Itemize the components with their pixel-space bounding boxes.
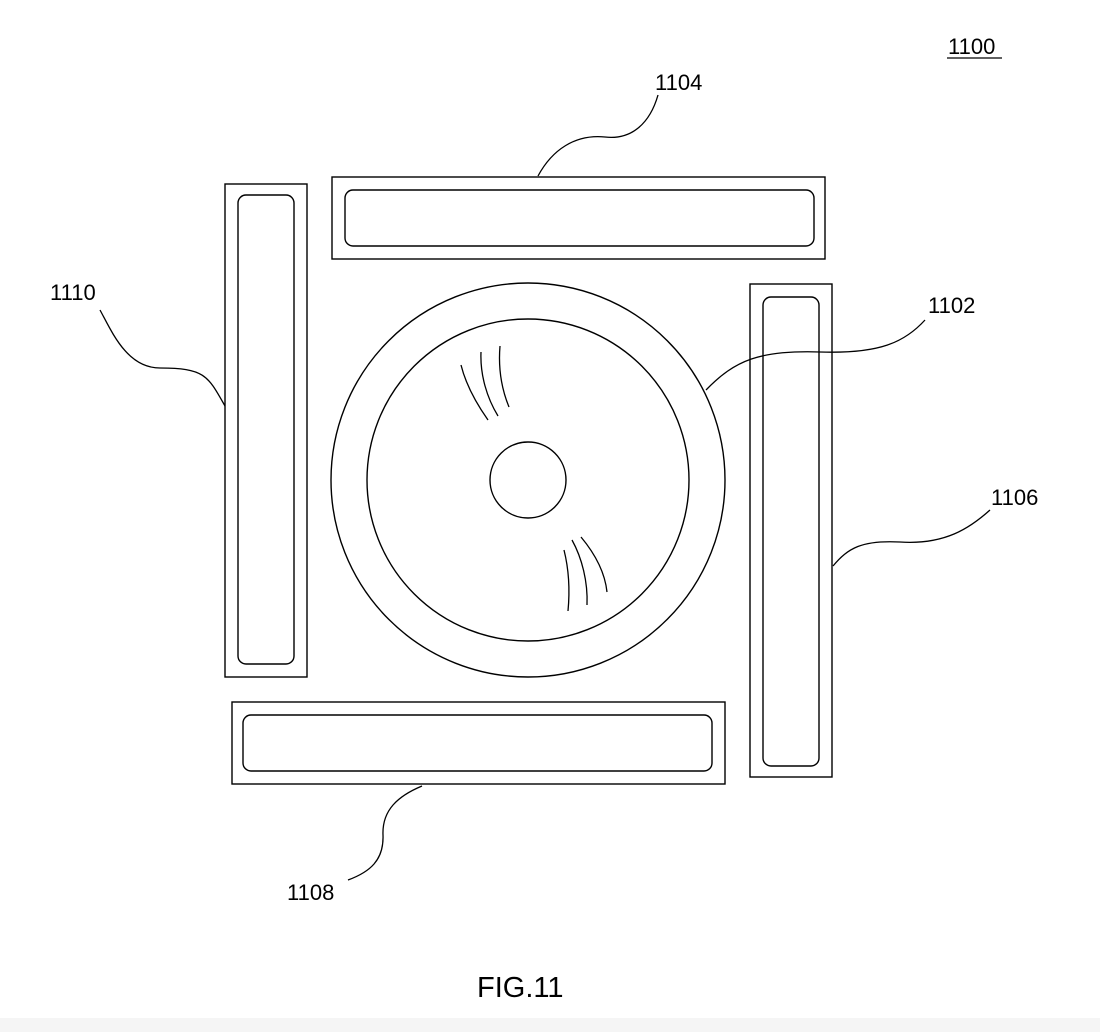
figure-caption: FIG.11 bbox=[477, 972, 564, 1004]
label-1110: 1110 bbox=[50, 280, 96, 305]
leader-1110 bbox=[99, 309, 226, 407]
bottom-bar bbox=[231, 701, 726, 785]
leader-1106 bbox=[832, 509, 991, 567]
label-1102: 1102 bbox=[928, 293, 975, 318]
label-1108: 1108 bbox=[287, 880, 334, 905]
leader-1108 bbox=[347, 785, 423, 881]
leader-1104 bbox=[537, 94, 659, 177]
top-bar bbox=[331, 176, 826, 260]
page-footer-band bbox=[0, 1018, 1100, 1032]
disc bbox=[330, 282, 726, 678]
leader-1102 bbox=[705, 319, 926, 391]
left-bar bbox=[224, 183, 308, 678]
assembly-label: 1100 bbox=[948, 34, 995, 59]
label-1104: 1104 bbox=[655, 70, 702, 95]
right-bar bbox=[749, 283, 833, 778]
label-1106: 1106 bbox=[991, 485, 1038, 510]
